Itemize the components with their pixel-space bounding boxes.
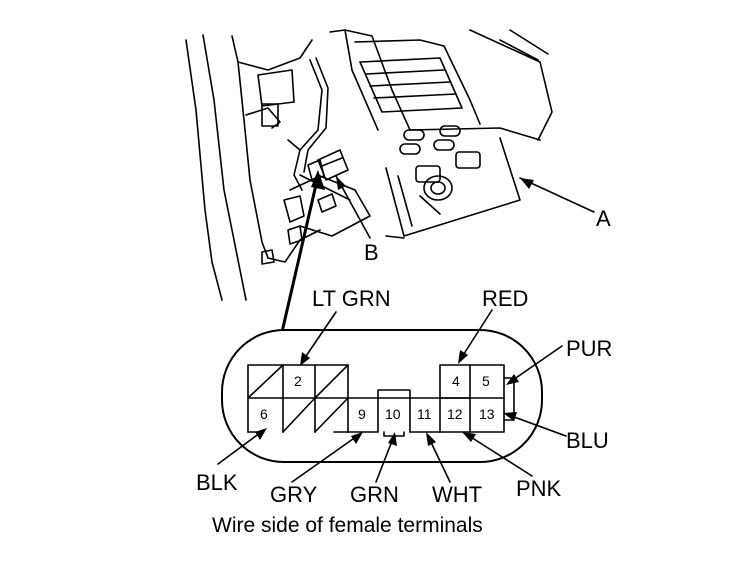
- blank-cavity: [282, 397, 316, 433]
- pin-13: 13: [479, 406, 495, 422]
- label-b: B: [364, 240, 379, 265]
- wire-labels: LT GRN RED PUR BLU BLK GRY GRN WHT PNK: [196, 286, 612, 507]
- caption: Wire side of female terminals: [212, 514, 483, 537]
- blank-cavity: [314, 364, 349, 399]
- callout-a: A: [519, 177, 611, 231]
- pin-6: 6: [260, 406, 268, 422]
- wire-wht: WHT: [432, 482, 482, 507]
- pin-5: 5: [482, 373, 490, 389]
- pin-2: 2: [294, 373, 302, 389]
- connector-face: 2 4 5 6 9 10 11 12 13: [221, 329, 543, 463]
- wire-lt-grn: LT GRN: [312, 286, 391, 311]
- wire-blk: BLK: [196, 470, 238, 495]
- wire-gry: GRY: [270, 482, 318, 507]
- pin-10: 10: [385, 406, 401, 422]
- wire-pnk: PNK: [516, 476, 562, 501]
- detail-pointer: [280, 170, 325, 334]
- wire-pur: PUR: [566, 336, 612, 361]
- blank-cavity: [314, 397, 349, 433]
- pin-11: 11: [417, 406, 432, 422]
- blank-cavity: [247, 364, 284, 399]
- wire-grn: GRN: [350, 482, 399, 507]
- pin-9: 9: [358, 406, 366, 422]
- label-a: A: [596, 206, 611, 231]
- wire-blu: BLU: [566, 428, 609, 453]
- wire-red: RED: [482, 286, 528, 311]
- pin-4: 4: [452, 373, 460, 389]
- callout-b: B: [335, 175, 379, 265]
- pin-12: 12: [447, 406, 463, 422]
